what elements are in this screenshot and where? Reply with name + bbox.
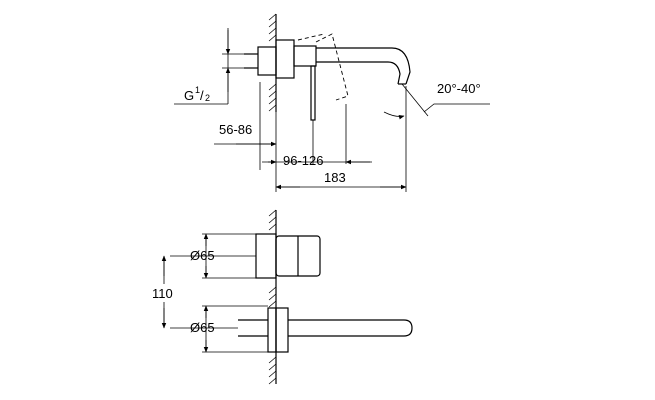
thread-label: G — [184, 88, 194, 103]
wall-hatch-stroke — [268, 83, 277, 91]
thread-slash: / — [200, 88, 204, 103]
lower-rosette — [267, 307, 277, 353]
side-view: G 1 / 2 56-86 96-126 183 20°-40° — [174, 13, 490, 192]
wall-hatch-stroke — [268, 377, 277, 385]
wall-hatch-stroke — [268, 363, 277, 371]
wall-hatch-stroke — [268, 370, 277, 378]
wall-hatch-front — [268, 209, 277, 385]
wall-range-label: 56-86 — [219, 122, 252, 137]
wall-hatch-stroke — [268, 97, 277, 105]
wall-hatch-stroke — [268, 300, 277, 308]
lever-ghost-top — [297, 33, 325, 41]
wall-hatch-stroke — [268, 90, 277, 98]
wall-hatch-stroke — [268, 223, 277, 231]
concealed-body — [257, 46, 277, 76]
angle-ref-line — [401, 83, 429, 117]
thread-denominator: 2 — [205, 93, 210, 103]
wall-hatch-stroke — [268, 20, 277, 28]
mixer-body — [293, 45, 317, 67]
wall-hatch-stroke — [268, 286, 277, 294]
lever-range-label: 96-126 — [283, 153, 323, 168]
wall-hatch-stroke — [268, 293, 277, 301]
wall-hatch-stroke — [268, 209, 277, 217]
front-view: Ø65 Ø65 110 — [150, 209, 413, 385]
wall-hatch-stroke — [268, 34, 277, 42]
angle-label: 20°-40° — [437, 81, 481, 96]
height-label-bg — [150, 284, 180, 302]
projection-label: 183 — [324, 170, 346, 185]
spout-lower — [316, 61, 401, 85]
spout-upper — [316, 47, 411, 85]
wall-hatch-stroke — [268, 27, 277, 35]
wall-hatch-side — [268, 13, 277, 112]
lever — [310, 65, 316, 121]
angle-leader — [423, 103, 490, 113]
spout-front — [288, 319, 413, 337]
thread-numerator: 1 — [195, 85, 200, 95]
rosette-plate — [275, 39, 295, 79]
upper-rosette — [255, 233, 277, 279]
dia-lower-label: Ø65 — [190, 320, 215, 335]
lever-ghost — [315, 33, 349, 101]
wall-hatch-stroke — [268, 104, 277, 112]
wall-hatch-stroke — [268, 13, 277, 21]
height-label: 110 — [152, 286, 173, 301]
dia-upper-label: Ø65 — [190, 248, 215, 263]
wall-hatch-stroke — [268, 356, 277, 364]
wall-hatch-stroke — [268, 216, 277, 224]
angle-arc — [383, 111, 405, 120]
spout-base — [275, 307, 289, 353]
